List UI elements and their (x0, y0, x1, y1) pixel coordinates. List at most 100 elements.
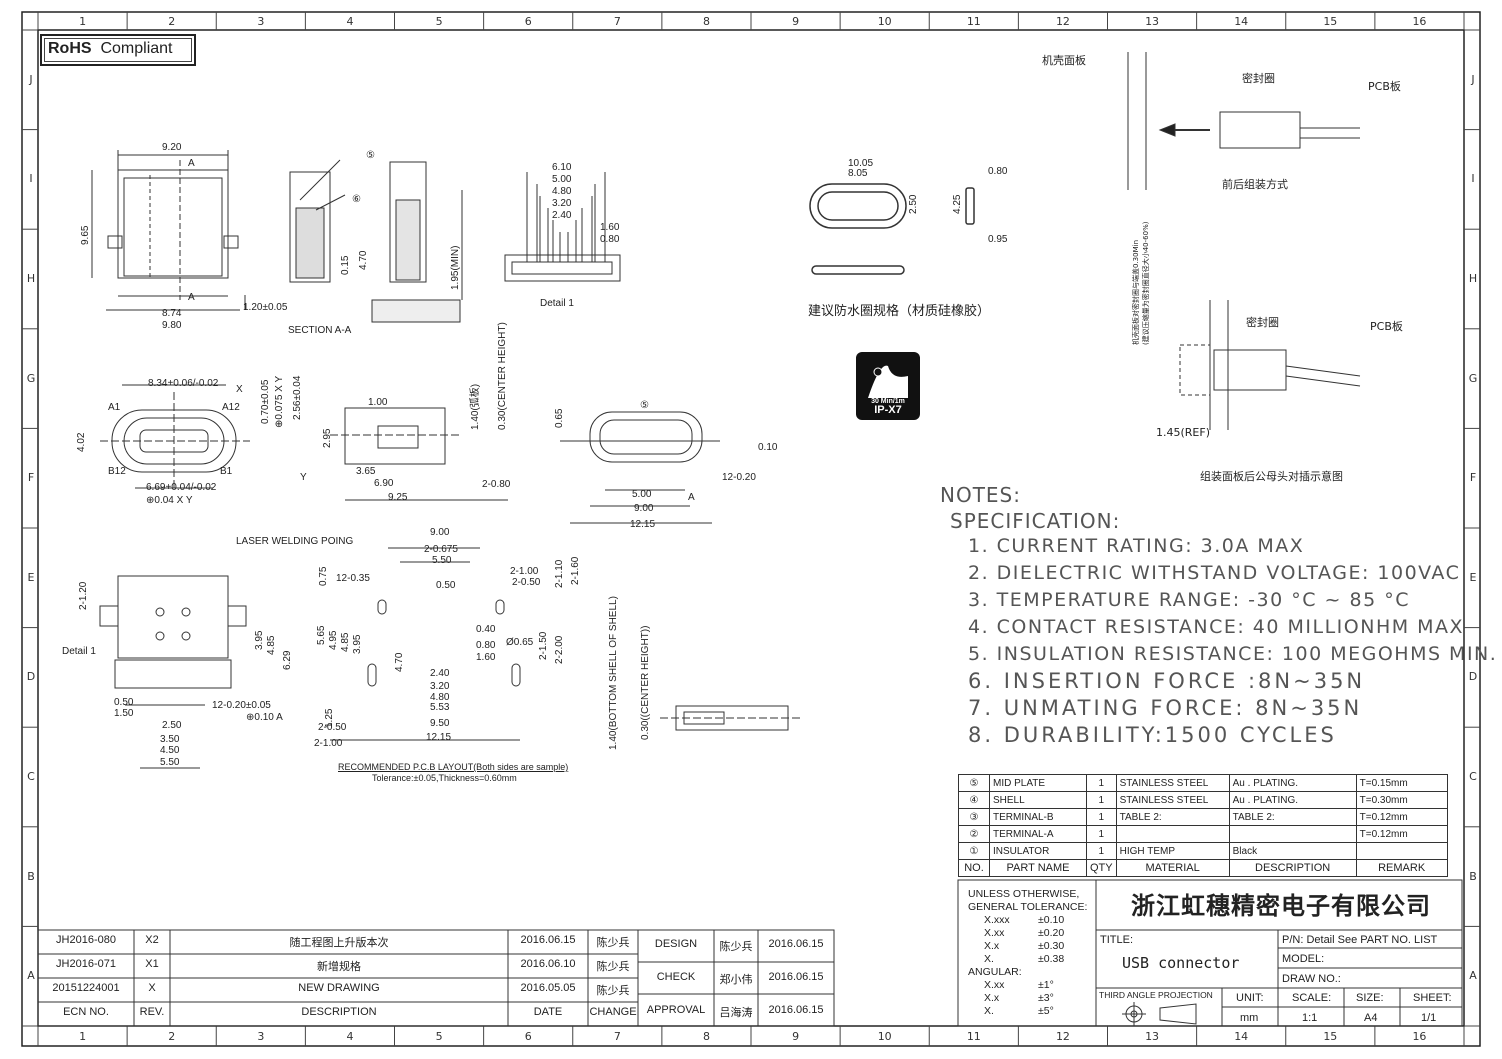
tolerance-angular-lines: X.xx±1°X.x±3°X.±5° (968, 979, 1087, 1018)
dimension-label: 5.50 (432, 555, 452, 566)
bom-cell-desc: DESCRIPTION (1228, 859, 1357, 877)
tolerance-value: ±5° (1038, 1005, 1054, 1017)
tolerance-title-2: GENERAL TOLERANCE: (968, 901, 1088, 913)
dimension-label: 8.05 (848, 168, 868, 179)
dimension-label: 12-0.20 (722, 472, 756, 483)
tolerance-angular: ANGULAR: (968, 966, 1022, 978)
dimension-label: 9.80 (162, 320, 182, 331)
approval-role: APPROVAL (646, 1004, 706, 1016)
bom-cell-no: ① (958, 842, 990, 860)
zone-col-label: 5 (435, 1030, 443, 1043)
dimension-label: 5.53 (430, 702, 450, 713)
bom-cell-no: ④ (958, 791, 990, 809)
assembly-label: 密封圈 (1246, 315, 1279, 329)
bottom-side-view (660, 705, 800, 731)
revision-cell-date: 2016.06.15 (520, 934, 576, 946)
dimension-label: 1.20±0.05 (243, 302, 288, 313)
zone-row-label: E (27, 570, 35, 584)
title-block-lines (957, 879, 1463, 1027)
tolerance-key: X.xx (984, 927, 1005, 939)
dimension-label: Ø0.65 (506, 637, 534, 648)
bom-cell-material: MATERIAL (1115, 859, 1230, 877)
dimension-label: 2-2.00 (554, 635, 565, 664)
zone-col-label: 12 (1055, 15, 1070, 28)
approval-name: 吕海涛 (719, 1007, 753, 1019)
tolerance-key: X.xx (984, 979, 1005, 991)
dimension-label: 0.70±0.05 (260, 379, 271, 424)
zone-row-label: D (26, 670, 36, 684)
dimension-label: 12.15 (630, 519, 655, 530)
revision-cell-desc: NEW DRAWING (298, 982, 380, 994)
side-view-top (371, 161, 463, 323)
revision-cell-desc: DESCRIPTION (301, 1006, 377, 1018)
zone-col-label: 5 (435, 15, 443, 28)
zone-row-label: G (26, 371, 36, 385)
approval-role: CHECK (656, 971, 696, 983)
zone-col-label: 14 (1234, 15, 1249, 28)
zone-col-label: 16 (1412, 15, 1427, 28)
dimension-label: 2-0.50 (512, 577, 541, 588)
dimension-label: 0.75 (318, 566, 329, 586)
dimension-label: 0.65 (554, 408, 565, 428)
title-value: USB connector (1122, 954, 1240, 972)
notes-item: 4. CONTACT RESISTANCE: 40 MILLIONHM MAX (968, 616, 1465, 638)
revision-cell-change: 陈少兵 (596, 985, 630, 997)
dimension-label: ⑥ (352, 194, 361, 205)
bom-cell-remark: T=0.12mm (1355, 808, 1448, 826)
notes-item: 3. TEMPERATURE RANGE: -30 °C ~ 85 °C (968, 589, 1410, 611)
revision-cell-date: 2016.06.10 (520, 958, 576, 970)
rohs-stamp: RoHS Compliant (40, 34, 196, 66)
pcb-layout (330, 547, 521, 741)
dimension-label: SECTION A-A (288, 325, 352, 336)
assembly-label: 密封圈 (1242, 71, 1275, 85)
model-label: MODEL: (1282, 953, 1325, 965)
zone-col-label: 7 (613, 15, 621, 28)
assembly-label: PCB板 (1368, 79, 1401, 93)
scale-label: SCALE: (1292, 992, 1332, 1004)
tolerance-key: X.x (984, 992, 1000, 1004)
mid-front-view (100, 384, 250, 490)
tolerance-line: X. ±5° (968, 1005, 1087, 1018)
dimension-label: 1.95(MIN) (450, 246, 461, 290)
zone-row-label: J (1471, 72, 1475, 86)
revision-lines (37, 929, 835, 1027)
draw-no-label: DRAW NO.: (1282, 973, 1341, 985)
dimension-label: 2-0.50 (318, 722, 347, 733)
scale-value: 1:1 (1302, 1012, 1318, 1024)
zone-row-label: I (1471, 172, 1475, 186)
approval-date: 2016.06.15 (768, 1004, 824, 1016)
detail-1-top (504, 172, 621, 282)
revision-cell-change: 陈少兵 (596, 937, 630, 949)
dimension-label: 4.85 (340, 632, 351, 652)
dimension-label: 2-1.10 (554, 559, 565, 588)
revision-cell-date: 2016.05.05 (520, 982, 576, 994)
zone-row-label: D (1468, 670, 1478, 684)
sheet-value: 1/1 (1421, 1012, 1437, 1024)
zone-row-label: B (27, 869, 35, 883)
gasket-caption: 建议防水圈规格（材质硅橡胶） (808, 304, 991, 319)
tolerance-key: X. (984, 1005, 994, 1017)
zone-col-label: 6 (524, 15, 532, 28)
dimension-label: 0.50 (114, 697, 134, 708)
company-name: 浙江虹穗精密电子有限公司 (1131, 892, 1431, 920)
dimension-label: 3.95 (352, 634, 363, 654)
dimension-label: 9.25 (388, 492, 408, 503)
dimension-label: 5.50 (160, 757, 180, 768)
bom-cell-no: NO. (958, 859, 990, 877)
revision-cell-desc: 随工程图上升版本次 (289, 937, 389, 949)
front-view-top (91, 150, 246, 311)
dimension-label: 4.70 (394, 652, 405, 672)
dimension-label: 4.50 (160, 745, 180, 756)
dimension-label: B1 (220, 466, 233, 477)
dimension-label: 0.80 (988, 166, 1008, 177)
bom-cell-desc: Au . PLATING. (1228, 791, 1357, 809)
bottom-view (99, 575, 247, 769)
revision-cell-ecn: ECN NO. (63, 1006, 109, 1018)
bom-cell-no: ⑤ (958, 774, 990, 792)
